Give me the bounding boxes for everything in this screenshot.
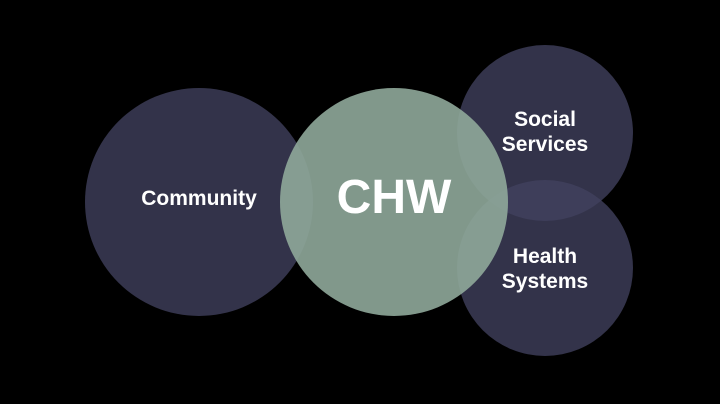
- community-circle: [85, 88, 313, 316]
- chw-circle: [280, 88, 508, 316]
